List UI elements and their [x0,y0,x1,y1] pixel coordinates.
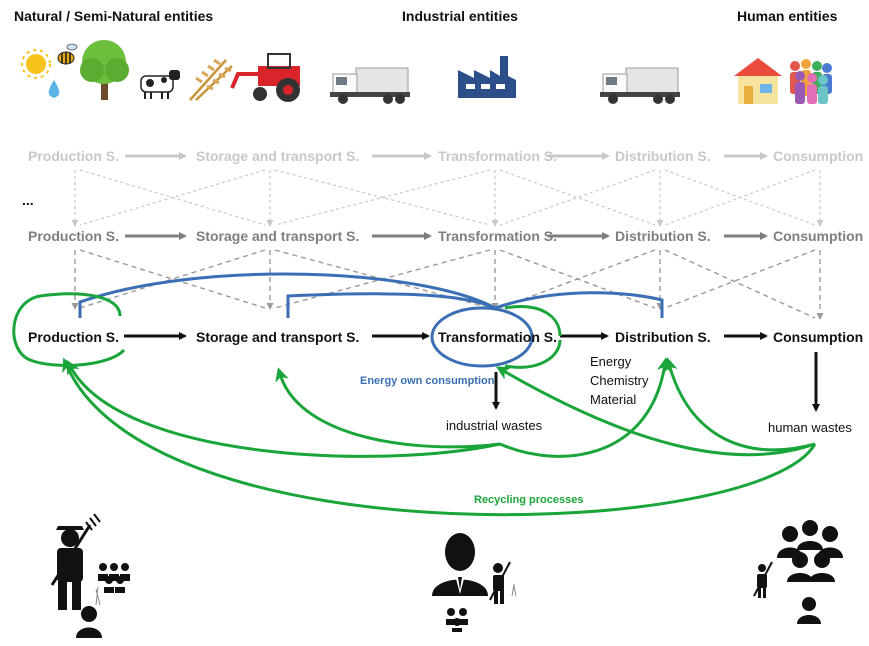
human-wastes-label: human wastes [768,420,852,435]
recycling-processes-label: Recycling processes [474,494,583,506]
distribution-system-label: Distribution S. [615,329,711,345]
upper-dashed-links [71,169,824,227]
top-distribution-label: Distribution S. [615,148,711,164]
tractor-icon [230,53,300,102]
sun-icon [21,49,51,79]
energy-flow-arrows [78,272,664,368]
farmer-icon [50,513,130,638]
consumption-label: Consumption [773,329,863,345]
middle-distribution-label: Distribution S. [615,228,711,244]
output-material-label: Material [590,392,636,407]
output-chemistry-label: Chemistry [590,373,649,388]
middle-storage-label: Storage and transport S. [196,228,359,244]
output-energy-label: Energy [590,354,632,369]
ellipsis-label: ... [22,192,34,208]
energy-own-consumption-label: Energy own consumption [360,375,495,387]
middle-production-label: Production S. [28,228,119,244]
bee-icon [57,43,78,65]
recycling-arrows [12,292,817,517]
middle-consumption-label: Consumption [773,228,863,244]
storage-transport-label: Storage and transport S. [196,329,359,345]
middle-transformation-label: Transformation S. [438,228,557,244]
top-production-label: Production S. [28,148,119,164]
factory-icon [458,56,516,98]
bottom-row-arrows [124,332,820,412]
water-drop-icon [48,80,60,98]
truck-icon [330,67,410,104]
crowd-icon [753,520,843,624]
header-industrial-entities: Industrial entities [402,8,518,24]
top-storage-label: Storage and transport S. [196,148,359,164]
transformation-system-label: Transformation S. [438,329,557,345]
wheat-icon [189,58,233,101]
header-human-entities: Human entities [737,8,838,24]
production-system-label: Production S. [28,329,119,345]
house-icon [734,58,782,104]
lower-dashed-links [71,249,824,320]
cow-icon [140,70,180,99]
tree-icon [80,40,129,100]
people-icon [790,59,832,104]
manager-icon [432,533,517,632]
header-natural-entities: Natural / Semi-Natural entities [14,8,214,24]
top-consumption-label: Consumption [773,148,863,164]
industrial-wastes-label: industrial wastes [446,418,543,433]
top-transformation-label: Transformation S. [438,148,557,164]
truck-icon [600,67,680,104]
